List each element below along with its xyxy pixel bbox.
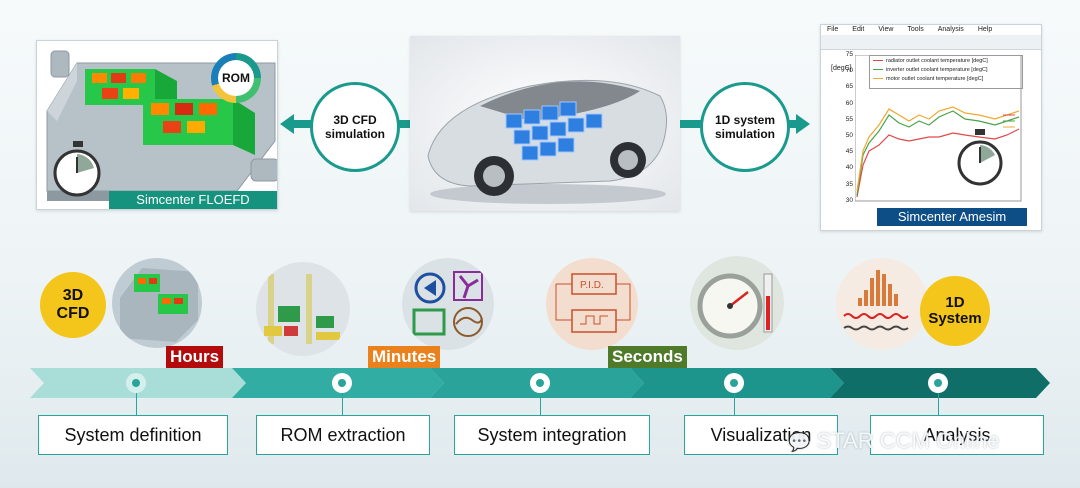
wechat-icon: 💬 [788, 432, 811, 452]
badge-seconds: Seconds [608, 346, 687, 368]
menu-edit[interactable]: Edit [852, 26, 865, 33]
connector-5 [938, 393, 939, 415]
rom-ring-icon: ROM [211, 53, 261, 103]
legend-item-inverter: inverter outlet coolant temperature [deg… [873, 66, 1019, 75]
badge-minutes: Minutes [368, 346, 441, 368]
rom-label: ROM [218, 60, 254, 96]
car-battery-illustration [427, 79, 667, 204]
y-tick-label: 55 [845, 115, 853, 123]
floefd-panel: ROM Simcenter FLOEFD [36, 40, 278, 210]
connector-4 [734, 393, 735, 415]
stopwatch-icon-right [957, 129, 1003, 186]
badge-hours: Hours [166, 346, 224, 368]
y-tick-label: 45 [845, 148, 853, 156]
bubble-3d-cfd: 3D CFD simulation [310, 82, 400, 172]
legend-item-radiator: radiator outlet coolant temperature [deg… [873, 57, 1019, 66]
amesim-caption: Simcenter Amesim [877, 208, 1027, 226]
component-icons [402, 258, 494, 350]
y-tick-label: 40 [845, 164, 853, 172]
step-system-integration: System integration [454, 415, 650, 455]
plate-thumb-icon [112, 258, 202, 348]
menu-analysis[interactable]: Analysis [937, 26, 964, 33]
temperature-plot [855, 55, 1022, 202]
menu-view[interactable]: View [878, 26, 894, 33]
connector-2 [342, 393, 343, 415]
rom-extraction-icon [256, 262, 350, 356]
amesim-toolbar [821, 35, 1041, 50]
y-tick-label: 30 [845, 196, 853, 204]
y-tick-label: 65 [845, 83, 853, 91]
y-tick-label: 60 [845, 99, 853, 107]
timeline-node-5 [928, 373, 948, 393]
bubble-1d-system: 1D system simulation [700, 82, 790, 172]
pid-control-icon: P.I.D. [546, 258, 638, 350]
gauge-icon [690, 256, 784, 350]
timeline-node-1 [126, 373, 146, 393]
y-tick-label: 35 [845, 180, 853, 188]
amesim-menubar: File Edit View Tools Analysis Help [827, 26, 1006, 33]
y-tick-label: 70 [845, 67, 853, 75]
step-analysis: Analysis [870, 415, 1044, 455]
stopwatch-icon [53, 141, 101, 197]
step-rom-extraction: ROM extraction [256, 415, 430, 455]
y-tick-label: 50 [845, 132, 853, 139]
connector-1 [136, 393, 137, 415]
floefd-caption: Simcenter FLOEFD [109, 191, 277, 209]
distribution-icon [836, 258, 928, 350]
y-unit-label: [degC] [831, 65, 852, 72]
connector-3 [540, 393, 541, 415]
badge-3d-cfd: 3D CFD [40, 272, 106, 338]
menu-file[interactable]: File [827, 26, 839, 33]
badge-1d-system: 1D System [920, 276, 990, 346]
watermark: 💬 STAR CCM Online [788, 428, 1000, 453]
legend-item-motor: motor outlet coolant temperature [degC] [873, 75, 1019, 84]
svg-text:P.I.D.: P.I.D. [580, 280, 604, 291]
menu-tools[interactable]: Tools [907, 26, 924, 33]
timeline-node-2 [332, 373, 352, 393]
step-visualization: Visualization [684, 415, 838, 455]
menu-help[interactable]: Help [977, 26, 993, 33]
car-panel [410, 36, 680, 211]
timeline-node-4 [724, 373, 744, 393]
y-tick-label: 75 [845, 51, 853, 58]
step-system-definition: System definition [38, 415, 228, 455]
timeline-node-3 [530, 373, 550, 393]
amesim-panel: File Edit View Tools Analysis Help [degC] rad… [820, 24, 1042, 231]
